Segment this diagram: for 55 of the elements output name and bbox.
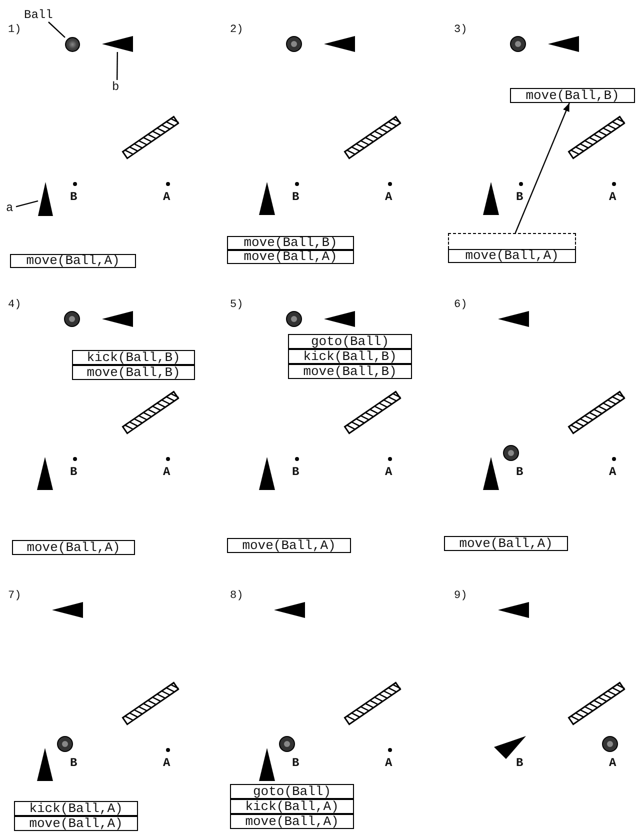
point-label: B (292, 191, 300, 204)
command-box: move(Ball,A) (12, 540, 135, 555)
panel-number: 9) (454, 590, 468, 603)
point-label: A (163, 757, 170, 770)
panel-number: 3) (454, 24, 468, 37)
point-label: B (292, 466, 300, 479)
point-label: A (385, 191, 392, 204)
point-label: B (70, 757, 78, 770)
leader-line (16, 200, 38, 208)
point-label: B (516, 191, 524, 204)
panel-number: 2) (230, 24, 244, 37)
command-box: kick(Ball,B) (288, 349, 412, 364)
leader-line (48, 22, 66, 38)
callout-label: a (6, 201, 16, 215)
command-box: kick(Ball,A) (14, 801, 138, 816)
command-box: kick(Ball,A) (230, 799, 354, 814)
panel-number: 4) (8, 299, 22, 312)
command-box: move(Ball,A) (444, 536, 568, 551)
panel-number: 1) (8, 24, 22, 37)
point-label: B (516, 757, 524, 770)
callout-label: Ball (24, 8, 58, 22)
command-box: move(Ball,A) (227, 250, 354, 264)
panel-number: 5) (230, 299, 244, 312)
arrow (514, 102, 570, 234)
command-box: move(Ball,B) (288, 364, 412, 379)
command-box: kick(Ball,B) (72, 350, 195, 365)
triangle-icon (102, 36, 133, 52)
command-box: move(Ball,A) (448, 249, 576, 263)
triangle-icon (38, 182, 53, 216)
point-label: B (516, 466, 524, 479)
point-label: A (609, 191, 616, 204)
command-box: move(Ball,A) (230, 814, 354, 829)
point-label: B (70, 191, 78, 204)
point-label: A (385, 757, 392, 770)
command-box: goto(Ball) (288, 334, 412, 349)
point-label: A (609, 466, 616, 479)
point-label: A (609, 757, 616, 770)
point-label: B (292, 757, 300, 770)
point-label: B (70, 466, 78, 479)
command-box: move(Ball,B) (510, 88, 635, 103)
command-box: move(Ball,A) (227, 538, 351, 553)
point-label: A (385, 466, 392, 479)
panel-number: 6) (454, 299, 468, 312)
point-label: A (163, 466, 170, 479)
command-box: move(Ball,B) (72, 365, 195, 380)
command-box: move(Ball,B) (227, 236, 354, 250)
panel-number: 8) (230, 590, 244, 603)
callout-label: b (112, 80, 122, 94)
command-box: goto(Ball) (230, 784, 354, 799)
command-box: move(Ball,A) (14, 816, 138, 831)
leader-line (116, 52, 118, 80)
ball-icon (65, 37, 80, 52)
panel-number: 7) (8, 590, 22, 603)
point-label: A (163, 191, 170, 204)
command-box: move(Ball,A) (10, 254, 136, 268)
